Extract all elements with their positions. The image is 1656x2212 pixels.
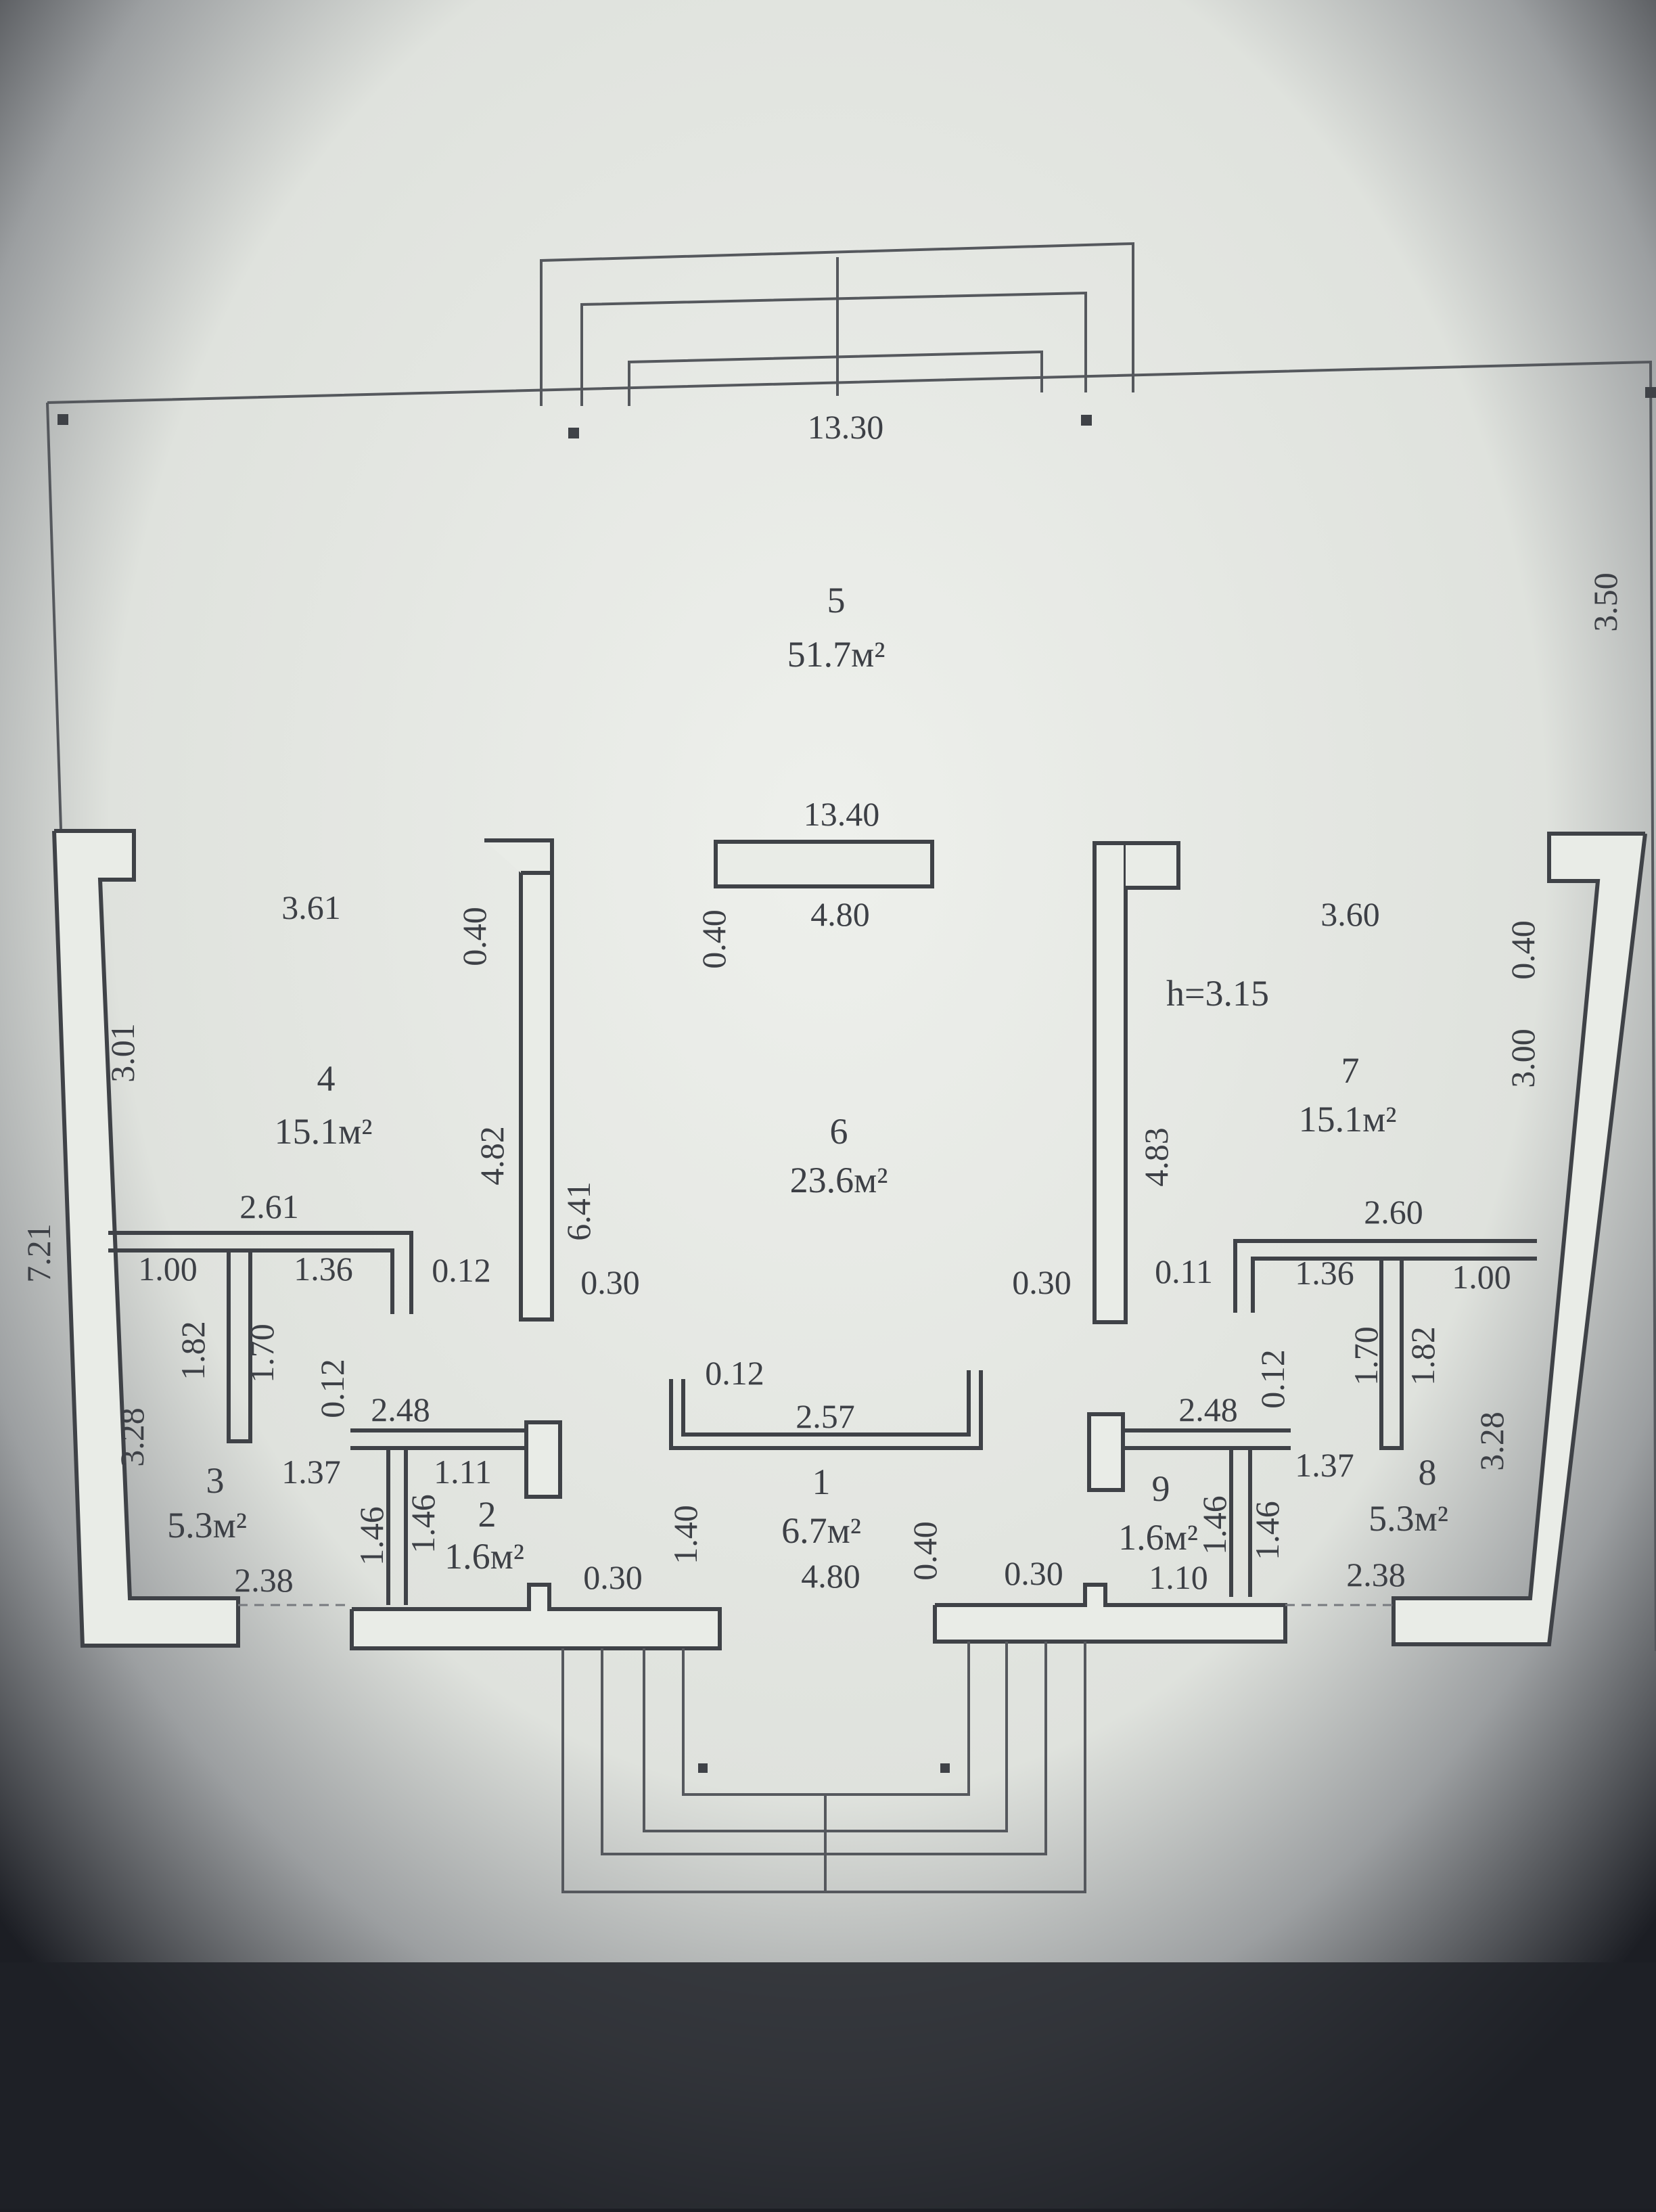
hall-inner-wall xyxy=(669,1370,983,1450)
dim-top-width: 13.30 xyxy=(808,408,884,446)
room-3-number: 3 xyxy=(206,1460,225,1501)
room-5-number: 5 xyxy=(827,580,846,620)
column-marker-right xyxy=(1081,415,1092,426)
dim-left-1-70: 1.70 xyxy=(243,1324,281,1383)
porch-marker-left xyxy=(698,1763,708,1773)
porch-marker-right xyxy=(940,1763,950,1773)
dim-right-1-82: 1.82 xyxy=(1404,1326,1442,1386)
column-marker-left xyxy=(568,428,579,438)
dim-right-1-00: 1.00 xyxy=(1452,1258,1511,1296)
dim-left-0-12: 0.12 xyxy=(432,1251,491,1289)
left-partition-cap xyxy=(484,838,554,875)
dim-hall-0-40: 0.40 xyxy=(906,1521,944,1581)
center-block xyxy=(714,840,934,888)
dim-right-2-38: 2.38 xyxy=(1346,1556,1406,1594)
dim-center-block-thick: 0.40 xyxy=(695,909,733,969)
dim-left-2-48: 2.48 xyxy=(371,1391,430,1428)
dim-right-outer-height: 3.00 xyxy=(1504,1029,1542,1088)
dim-hall-top: 2.57 xyxy=(796,1397,855,1435)
dim-left-bottom-030: 0.30 xyxy=(583,1558,643,1596)
bottom-wall-left xyxy=(350,1583,722,1650)
room-9-number: 9 xyxy=(1152,1468,1170,1509)
dim-left-2-38: 2.38 xyxy=(234,1561,294,1599)
top-porch-steps xyxy=(540,242,1134,406)
dark-surface xyxy=(0,1962,1656,2209)
dim-center-block: 4.80 xyxy=(810,895,870,933)
room-8-area: 5.3м² xyxy=(1368,1498,1448,1539)
room-3-area: 5.3м² xyxy=(167,1505,247,1545)
dim-left-outer-height: 3.01 xyxy=(104,1023,141,1083)
dim-right-0-30: 0.30 xyxy=(1012,1263,1072,1301)
room-4-area: 15.1м² xyxy=(275,1111,373,1152)
dim-right-1-46-a: 1.46 xyxy=(1195,1495,1233,1555)
hall-inner-wall-inner xyxy=(681,1370,971,1437)
left-door-jamb xyxy=(524,1420,562,1499)
left-outer-wall xyxy=(52,829,240,1648)
bottom-porch-steps xyxy=(561,1642,1086,1893)
room-7-area: 15.1м² xyxy=(1299,1099,1397,1139)
dim-right-bottom-030: 0.30 xyxy=(1004,1554,1063,1592)
bottom-wall-right xyxy=(933,1583,1287,1644)
room-5-area: 51.7м² xyxy=(787,634,886,675)
room-8-number: 8 xyxy=(1419,1452,1437,1493)
room-2-number: 2 xyxy=(478,1494,497,1535)
room-7-number: 7 xyxy=(1341,1050,1360,1091)
dim-right-room-bottom: 2.60 xyxy=(1364,1193,1423,1231)
dim-hall-bottom: 4.80 xyxy=(801,1557,860,1595)
dim-left-small-012: 0.12 xyxy=(313,1359,351,1418)
right-partition-cap xyxy=(1126,841,1180,890)
dim-right-small-012: 0.12 xyxy=(1254,1349,1291,1409)
dim-right-1-46-b: 1.46 xyxy=(1248,1501,1286,1560)
room-1-number: 1 xyxy=(812,1462,831,1502)
dim-right-2-48: 2.48 xyxy=(1178,1391,1238,1428)
dim-right-0-11: 0.11 xyxy=(1155,1252,1213,1290)
dim-left-partition-len: 4.82 xyxy=(473,1126,511,1186)
left-partition-wall xyxy=(519,838,554,1322)
ceiling-height: h=3.15 xyxy=(1166,973,1269,1014)
dim-left-1-82: 1.82 xyxy=(174,1321,212,1380)
dim-right-1-36: 1.36 xyxy=(1295,1254,1354,1292)
left-bathroom-partitions xyxy=(108,1231,562,1605)
dim-right-wall-thick: 0.40 xyxy=(1504,920,1542,980)
right-bathroom-partitions xyxy=(1087,1239,1537,1597)
dim-right-1-70: 1.70 xyxy=(1347,1326,1385,1386)
dim-left-3-28: 3.28 xyxy=(113,1407,151,1467)
dim-left-1-00: 1.00 xyxy=(138,1250,198,1288)
room-1-area: 6.7м² xyxy=(781,1510,861,1551)
corner-marker-right xyxy=(1645,387,1656,398)
dim-left-1-46-b: 1.46 xyxy=(404,1494,442,1554)
dim-hall-1-40: 1.40 xyxy=(666,1505,704,1564)
outer-outline xyxy=(46,360,1656,1652)
dim-right-1-10: 1.10 xyxy=(1149,1558,1208,1596)
dim-right-partition-len: 4.83 xyxy=(1137,1127,1175,1187)
right-partition-wall xyxy=(1092,841,1128,1324)
dim-left-edge: 7.21 xyxy=(20,1223,58,1283)
dim-left-1-37: 1.37 xyxy=(281,1453,341,1491)
dim-right-3-28: 3.28 xyxy=(1473,1412,1511,1471)
dim-inner-width: 13.40 xyxy=(804,795,880,833)
dim-right-edge: 3.50 xyxy=(1586,572,1624,632)
room-2-area: 1.6м² xyxy=(444,1536,524,1577)
right-outer-wall xyxy=(1392,832,1647,1646)
room-4-number: 4 xyxy=(317,1058,336,1099)
dim-left-0-30: 0.30 xyxy=(580,1263,640,1301)
room-9-area: 1.6м² xyxy=(1118,1517,1198,1558)
right-door-jamb xyxy=(1087,1412,1125,1492)
corner-marker xyxy=(58,414,68,425)
dim-left-1-11: 1.11 xyxy=(434,1453,492,1491)
dim-left-room-width: 3.61 xyxy=(281,888,341,926)
dim-left-wall-thick: 0.40 xyxy=(455,907,493,966)
dim-right-room-width: 3.60 xyxy=(1320,895,1380,933)
dim-right-1-37: 1.37 xyxy=(1295,1446,1354,1484)
dim-hall-top-012: 0.12 xyxy=(705,1354,764,1392)
dim-left-room-bottom: 2.61 xyxy=(239,1188,299,1225)
room-6-area: 23.6м² xyxy=(790,1160,888,1200)
dim-left-total-height: 6.41 xyxy=(559,1181,597,1241)
room-6-number: 6 xyxy=(830,1111,848,1152)
dim-left-1-36: 1.36 xyxy=(294,1250,353,1288)
dim-left-1-46-a: 1.46 xyxy=(352,1506,390,1566)
